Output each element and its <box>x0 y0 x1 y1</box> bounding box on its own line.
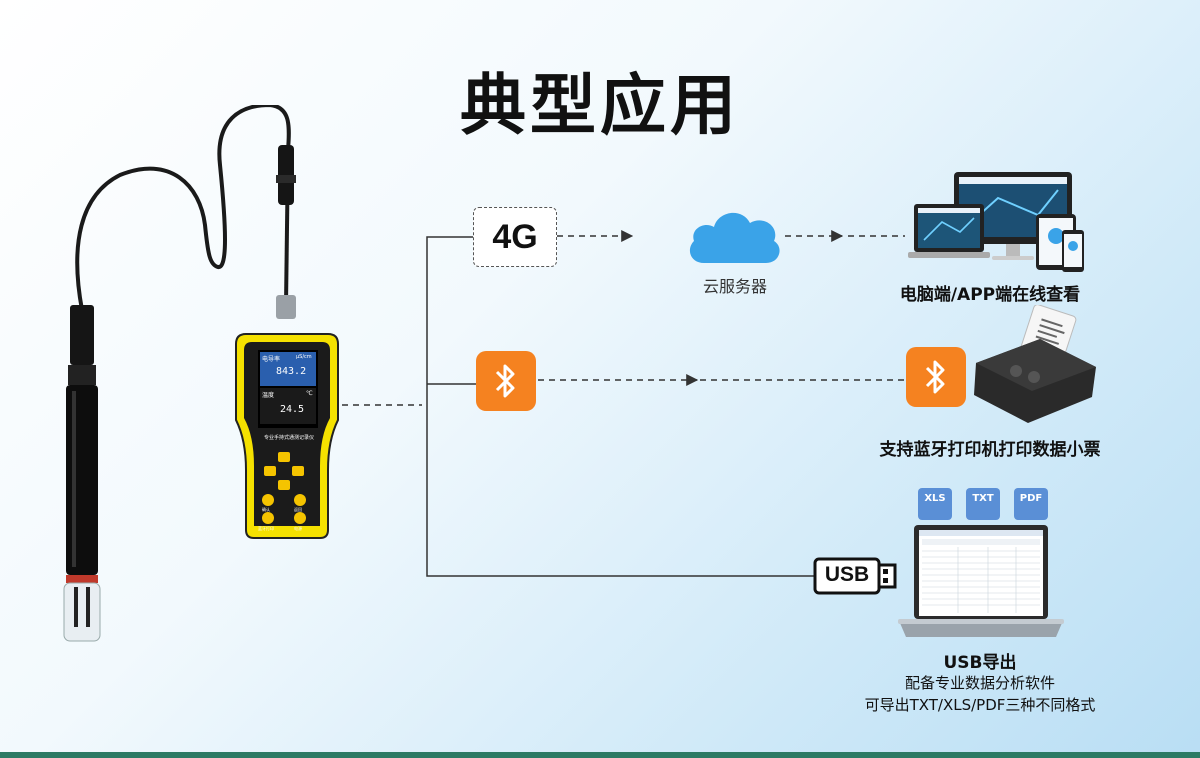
bluetooth-icon <box>495 364 515 398</box>
probe-with-cable <box>63 105 296 642</box>
meter-reading2-unit: ℃ <box>306 390 313 397</box>
cloud-server-label: 云服务器 <box>702 277 767 296</box>
pdf-file-icon: PDF <box>1014 488 1048 520</box>
bluetooth-printer-badge <box>906 347 966 407</box>
page-title: 典型应用 <box>460 67 740 144</box>
trunk-line <box>426 236 815 577</box>
meter-reading2-label: 温度 <box>262 392 275 399</box>
handheld-meter: 电导率 μS/cm 843.2 温度 ℃ 24.5 专业手持式通测记录仪 确认 … <box>232 330 342 542</box>
meter-brand-text: 专业手持式通测记录仪 <box>263 435 314 441</box>
cloud-icon <box>689 212 780 263</box>
meter-ok-label: 确认 <box>262 507 270 512</box>
bluetooth-printer-illustration <box>974 305 1096 423</box>
bluetooth-icon <box>925 360 945 394</box>
meter-print-label: 蓝牙打印 <box>258 526 274 531</box>
computer-app-illustration <box>908 172 1084 272</box>
xls-file-icon: XLS <box>918 488 952 520</box>
meter-reading2-value: 24.5 <box>280 404 305 415</box>
computer-app-label: 电脑端/APP端在线查看 <box>899 285 1081 305</box>
txt-file-icon: TXT <box>966 488 1000 520</box>
meter-reading1-value: 843.2 <box>276 366 307 377</box>
laptop-software-illustration <box>898 525 1064 637</box>
printer-label: 支持蓝牙打印机打印数据小票 <box>879 440 1101 460</box>
usb-plug-icon <box>813 557 897 595</box>
usb-export-title: USB导出 <box>943 653 1017 673</box>
fourg-tag: 4G <box>473 207 557 267</box>
usb-format-line: 可导出TXT/XLS/PDF三种不同格式 <box>864 696 1096 714</box>
bottom-accent-bar <box>0 752 1200 758</box>
meter-reading1-unit: μS/cm <box>296 354 312 360</box>
meter-power-label: 电源 <box>294 526 302 531</box>
meter-reading1-label: 电导率 <box>262 356 281 363</box>
meter-back-label: 返回 <box>294 507 302 512</box>
usb-plug-text: USB <box>824 563 870 586</box>
file-format-badges: XLS TXT PDF <box>918 488 1048 524</box>
handheld-meter-body <box>235 333 339 539</box>
bluetooth-source-badge <box>476 351 536 411</box>
usb-software-line: 配备专业数据分析软件 <box>904 674 1055 692</box>
